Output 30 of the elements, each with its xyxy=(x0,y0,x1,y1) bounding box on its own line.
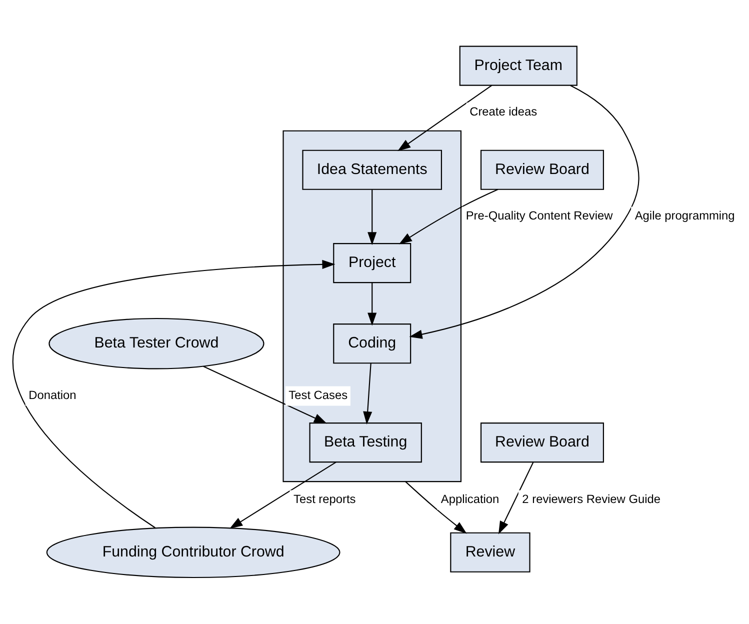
arrow xyxy=(405,481,467,534)
arrow xyxy=(230,462,336,529)
edge-label: 2 reviewers Review Guide xyxy=(522,492,660,506)
arrow xyxy=(409,85,640,339)
arrow xyxy=(398,84,492,152)
edge-label: Application xyxy=(440,492,500,506)
arrow xyxy=(498,462,534,534)
edge-label: Donation xyxy=(28,388,76,402)
cluster xyxy=(282,130,462,482)
edge-label: Create ideas xyxy=(470,104,538,118)
arrow xyxy=(368,282,377,326)
node-box: Review xyxy=(450,532,530,572)
edge-label: Test reports xyxy=(294,492,356,506)
node-ellipse: Funding Contributor Crowd xyxy=(46,526,340,578)
arrow xyxy=(368,190,377,246)
arrow xyxy=(398,188,498,244)
node-ellipse: Beta Tester Crowd xyxy=(48,318,264,370)
node-box: Review Board xyxy=(480,422,604,463)
node-box: Project Team xyxy=(459,46,578,86)
node-box: Idea Statements xyxy=(302,150,442,190)
edge-label: Test Cases xyxy=(288,388,348,402)
node-box: Review Board xyxy=(480,150,604,190)
node-box: Project xyxy=(333,243,412,284)
node-box: Coding xyxy=(333,324,412,364)
edge-label: Pre-Quality Content Review xyxy=(466,208,613,222)
arrow xyxy=(203,366,327,424)
node-box: Beta Testing xyxy=(309,422,422,463)
arrow xyxy=(12,260,336,528)
edge-label: Agile programming xyxy=(634,208,735,222)
arrow xyxy=(363,363,372,425)
